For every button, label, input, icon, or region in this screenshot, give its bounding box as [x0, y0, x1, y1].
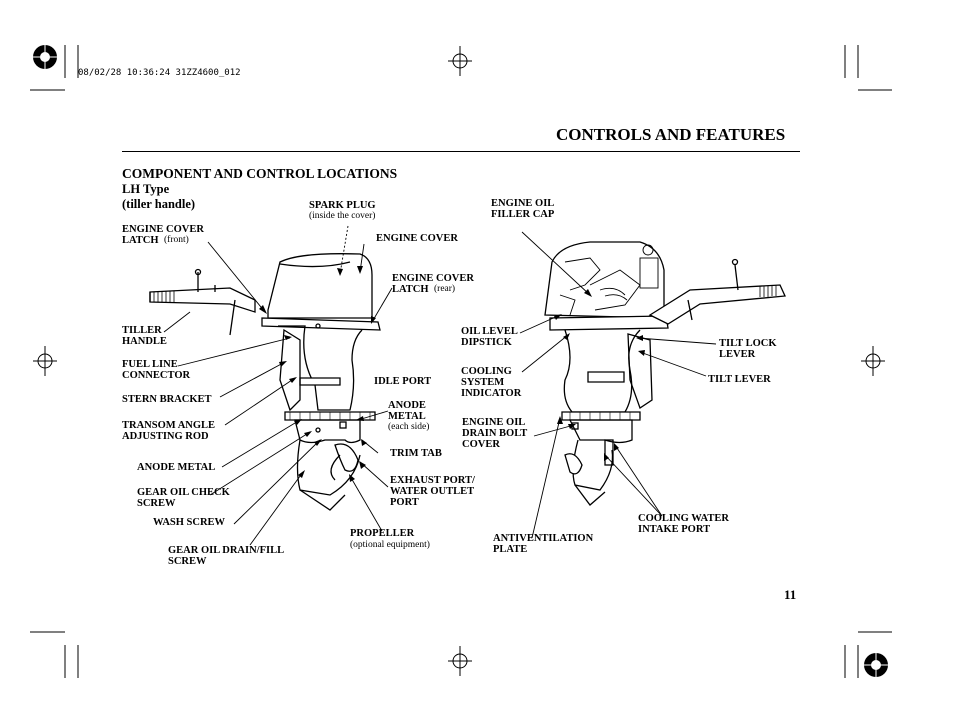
left-side-motor: [149, 253, 381, 511]
label-engine-cover-latch-front-sub: (front): [164, 235, 189, 245]
label-engine-cover: ENGINE COVER: [376, 233, 458, 244]
label-spark-plug: SPARK PLUG: [309, 200, 376, 211]
page-number: 11: [784, 587, 797, 602]
label-gear-oil-drain: GEAR OIL DRAIN/FILL SCREW: [168, 545, 285, 567]
registration-mark-bottom-right: [862, 651, 890, 679]
label-anode-metal-side-sub: (each side): [388, 422, 430, 432]
type-label: LH Type: [122, 182, 170, 196]
label-idle-port: IDLE PORT: [374, 376, 432, 387]
label-tilt-lever: TILT LEVER: [708, 374, 771, 385]
label-engine-cover-latch-rear: ENGINE COVER: [392, 273, 474, 284]
right-side-motor: [544, 241, 786, 506]
registration-mark-top-left: [31, 43, 59, 71]
label-gear-oil-check: GEAR OIL CHECK SCREW: [137, 487, 230, 509]
label-transom-angle: TRANSOM ANGLE ADJUSTING ROD: [122, 420, 216, 442]
label-trim-tab: TRIM TAB: [390, 448, 442, 459]
label-oil-level-dipstick: OIL LEVEL DIPSTICK: [461, 326, 518, 348]
label-anode-metal-side: ANODE METAL: [388, 400, 426, 422]
label-cooling-water-intake: COOLING WATER INTAKE PORT: [638, 513, 729, 535]
label-fuel-line-connector: FUEL LINE CONNECTOR: [122, 359, 191, 381]
label-tilt-lock-lever: TILT LOCK LEVER: [719, 338, 777, 360]
type-sub: (tiller handle): [122, 197, 196, 211]
section-title: CONTROLS AND FEATURES: [556, 125, 786, 144]
title-rule: [122, 151, 800, 152]
label-propeller: PROPELLER: [350, 528, 415, 539]
label-antiventilation-plate: ANTIVENTILATION PLATE: [493, 533, 594, 555]
label-spark-plug-sub: (inside the cover): [309, 211, 376, 221]
label-propeller-sub: (optional equipment): [350, 540, 430, 550]
label-tiller-handle: TILLER HANDLE: [122, 325, 167, 347]
label-stern-bracket: STERN BRACKET: [122, 394, 212, 405]
label-engine-cover-latch-rear-2: LATCH: [392, 284, 429, 295]
label-engine-oil-drain: ENGINE OIL DRAIN BOLT COVER: [462, 417, 528, 450]
label-engine-cover-latch-front: ENGINE COVER: [122, 224, 204, 235]
label-engine-cover-latch-rear-sub: (rear): [434, 284, 456, 294]
label-wash-screw: WASH SCREW: [153, 517, 226, 528]
label-engine-cover-latch-front-2: LATCH: [122, 235, 159, 246]
component-title: COMPONENT AND CONTROL LOCATIONS: [122, 166, 398, 181]
label-cooling-system-indicator: COOLING SYSTEM INDICATOR: [461, 366, 522, 399]
label-anode-metal: ANODE METAL: [137, 462, 216, 473]
arrow-heads: [259, 266, 645, 482]
label-engine-oil-filler: ENGINE OIL FILLER CAP: [491, 198, 555, 220]
label-exhaust-port: EXHAUST PORT/ WATER OUTLET PORT: [390, 475, 475, 508]
print-stamp: 08/02/28 10:36:24 31ZZ4600_012: [78, 68, 241, 78]
